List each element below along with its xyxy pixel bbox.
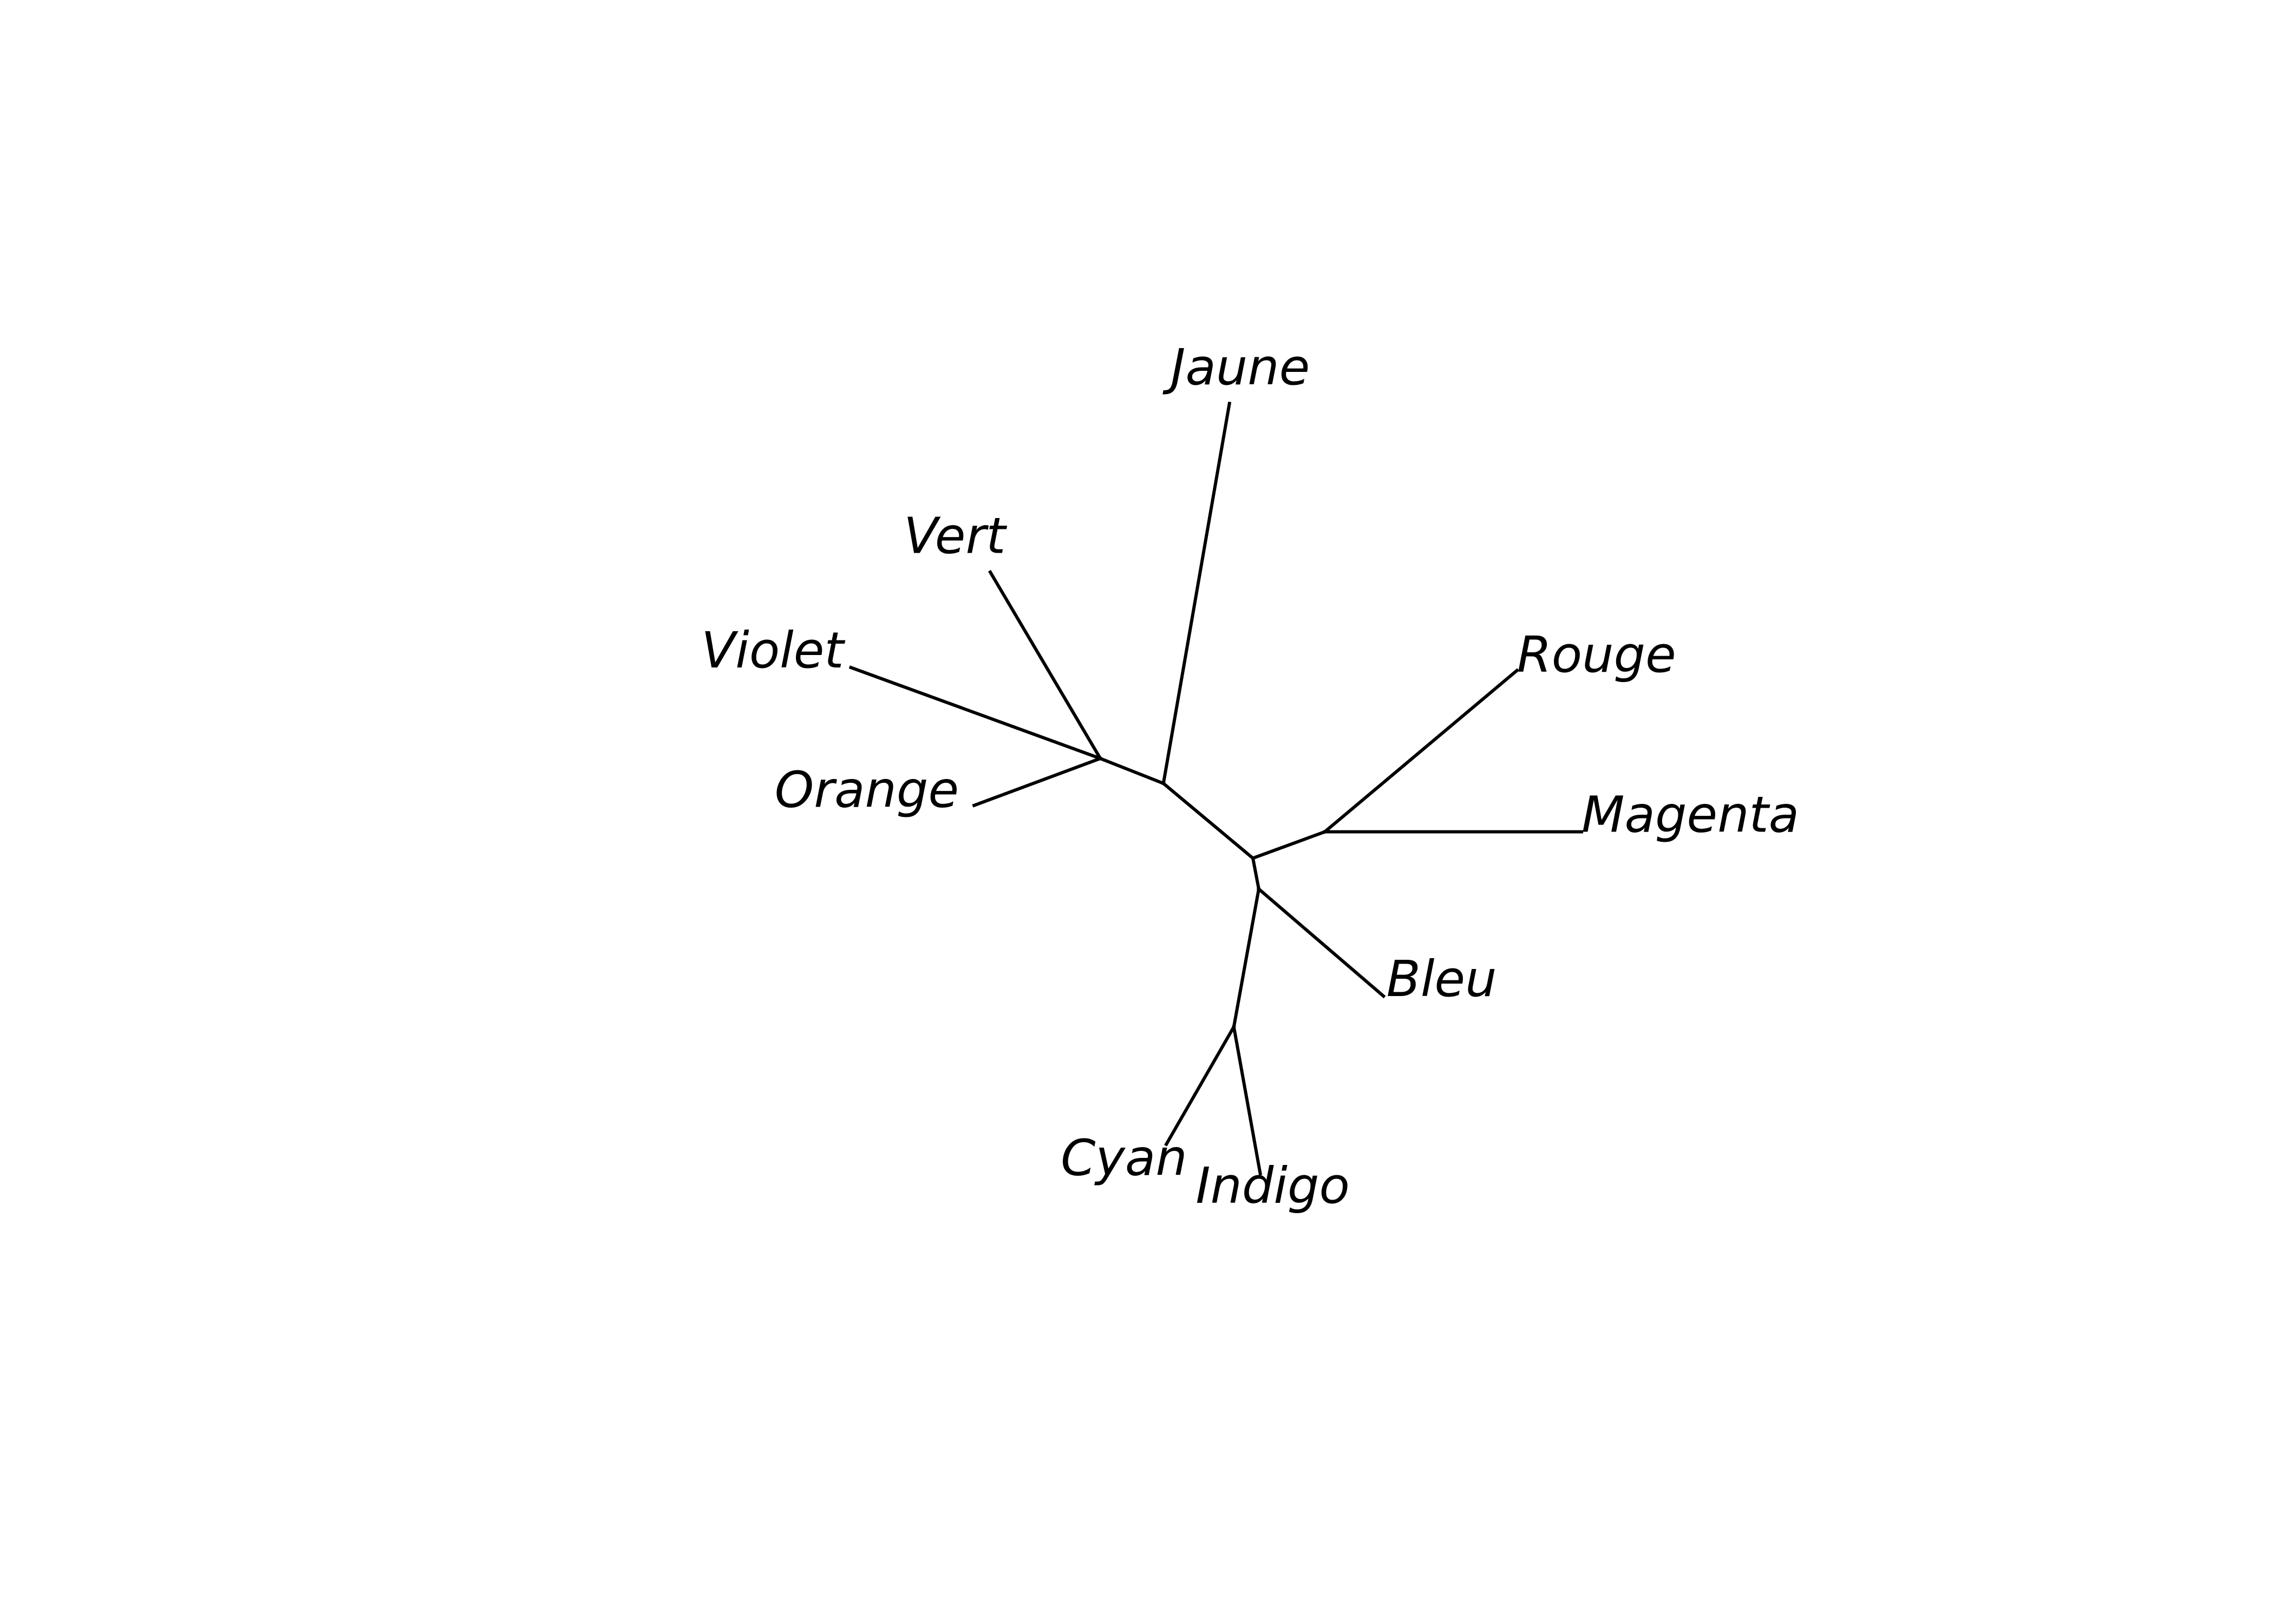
branch-n6-cyan — [1164, 1024, 1236, 1147]
tip-label-orange: Orange — [775, 761, 959, 819]
branch-n1-orange — [972, 756, 1103, 808]
tip-label-cyan: Cyan — [1061, 1129, 1187, 1187]
branch-n3-n5 — [1251, 856, 1261, 891]
branch-n3-n4 — [1251, 829, 1327, 861]
tip-label-rouge: Rouge — [1517, 625, 1676, 684]
tip-label-jaune: Jaune — [1162, 338, 1310, 396]
tip-label-bleu: Bleu — [1387, 949, 1497, 1008]
branch-n2-n3 — [1161, 781, 1256, 861]
tip-label-indigo: Indigo — [1195, 1156, 1349, 1215]
branch-n1-vert — [988, 569, 1103, 761]
branch-n5-bleu — [1256, 887, 1386, 999]
branch-n1-violet — [848, 665, 1103, 761]
branch-n5-n6 — [1232, 887, 1261, 1029]
branch-n1-n2 — [1098, 756, 1166, 786]
branch-n4-rouge — [1322, 668, 1520, 834]
tip-label-violet: Violet — [701, 621, 845, 679]
tip-label-vert: Vert — [904, 507, 1007, 565]
branch-n2-jaune — [1161, 401, 1232, 785]
branch-n6-indigo — [1232, 1025, 1263, 1176]
tip-label-magenta: Magenta — [1582, 785, 1799, 844]
